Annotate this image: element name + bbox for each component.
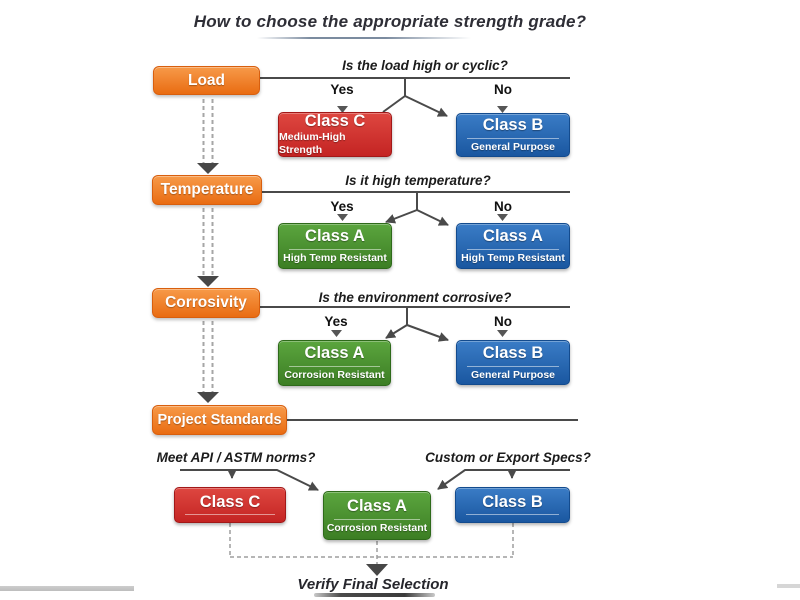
stage-box-load: Load [153, 66, 260, 95]
question-label: Is it high temperature? [345, 173, 491, 188]
class-box-row1-no: Class B General Purpose [456, 113, 570, 157]
row1-lines [260, 77, 570, 117]
no-label: No [494, 199, 512, 214]
class-box-row2-yes: Class A High Temp Resistant [278, 223, 392, 269]
class-box-title: Class A [483, 227, 543, 246]
bottom-edge-strip-left [0, 586, 134, 591]
class-box-title: Class A [305, 227, 365, 246]
final-dashed-lines [229, 523, 514, 566]
class-box-row3-no: Class B General Purpose [456, 340, 570, 385]
class-box-final-left: Class C [174, 487, 286, 523]
page-title: How to choose the appropriate strength g… [193, 12, 587, 31]
stage-box-project-standards: Project Standards [152, 405, 287, 435]
class-box-title: Class B [482, 492, 543, 511]
stage-box-corrosivity: Corrosivity [152, 288, 260, 318]
row2-to-row3-dashed-arrow [202, 208, 214, 276]
class-box-row2-no: Class A High Temp Resistant [456, 223, 570, 269]
divider [333, 518, 421, 520]
yes-label: Yes [324, 314, 348, 329]
bottom-edge-strip-right [777, 584, 800, 588]
yes-arrow-icon [331, 330, 342, 337]
class-box-final-center: Class A Corrosion Resistant [323, 491, 431, 540]
class-box-subtitle: Medium-High Strength [279, 131, 346, 156]
divider [184, 514, 276, 516]
yes-arrow-icon [337, 214, 348, 221]
final-arrow-icon [366, 564, 388, 576]
class-box-title: Class A [347, 496, 407, 515]
stage-label: Temperature [160, 181, 254, 198]
row3-to-row4-dashed-arrow [202, 321, 214, 392]
class-box-title: Class B [482, 116, 544, 135]
class-box-title: Class B [482, 343, 544, 362]
class-box-row1-yes: Class C Medium-High Strength [278, 112, 392, 157]
yes-label: Yes [330, 82, 354, 97]
question-label-right: Custom or Export Specs? [425, 450, 591, 465]
question-label-left: Meet API / ASTM norms? [156, 450, 316, 465]
class-box-subtitle: General Purpose [470, 368, 556, 381]
divider [467, 138, 559, 140]
divider [466, 514, 559, 516]
stage-box-temperature: Temperature [152, 175, 262, 205]
question-label: Is the environment corrosive? [318, 290, 512, 305]
footer-underline [314, 593, 435, 597]
class-box-row3-yes: Class A Corrosion Resistant [278, 340, 391, 386]
no-arrow-icon [497, 214, 508, 221]
class-box-subtitle: Corrosion Resistant [284, 369, 385, 382]
question-label: Is the load high or cyclic? [342, 58, 508, 73]
divider [288, 366, 380, 368]
divider [467, 249, 559, 251]
no-label: No [494, 82, 512, 97]
no-label: No [494, 314, 512, 329]
yes-arrow-icon [337, 106, 348, 113]
class-box-title: Class C [304, 112, 366, 131]
divider [467, 365, 559, 367]
class-box-subtitle: High Temp Resistant [283, 252, 387, 265]
row2-lines [262, 191, 570, 226]
no-arrow-icon [497, 330, 508, 337]
footer-label: Verify Final Selection [297, 576, 449, 593]
class-box-subtitle: Corrosion Resistant [326, 521, 428, 534]
divider [289, 249, 381, 251]
stage-label: Corrosivity [165, 294, 247, 311]
no-arrow-icon [497, 106, 508, 113]
stage-label: Project Standards [157, 412, 282, 428]
class-box-subtitle: High Temp Resistant [461, 252, 565, 265]
title-underline [257, 37, 471, 39]
class-box-title: Class A [304, 344, 365, 363]
class-box-title: Class C [199, 492, 261, 511]
yes-label: Yes [330, 199, 354, 214]
stage-label: Load [187, 71, 226, 89]
row4-lines [180, 419, 578, 491]
row1-to-row2-dashed-arrow [202, 99, 214, 164]
class-box-subtitle: General Purpose [470, 141, 556, 154]
row3-lines [260, 306, 570, 342]
class-box-final-right: Class B [455, 487, 570, 523]
